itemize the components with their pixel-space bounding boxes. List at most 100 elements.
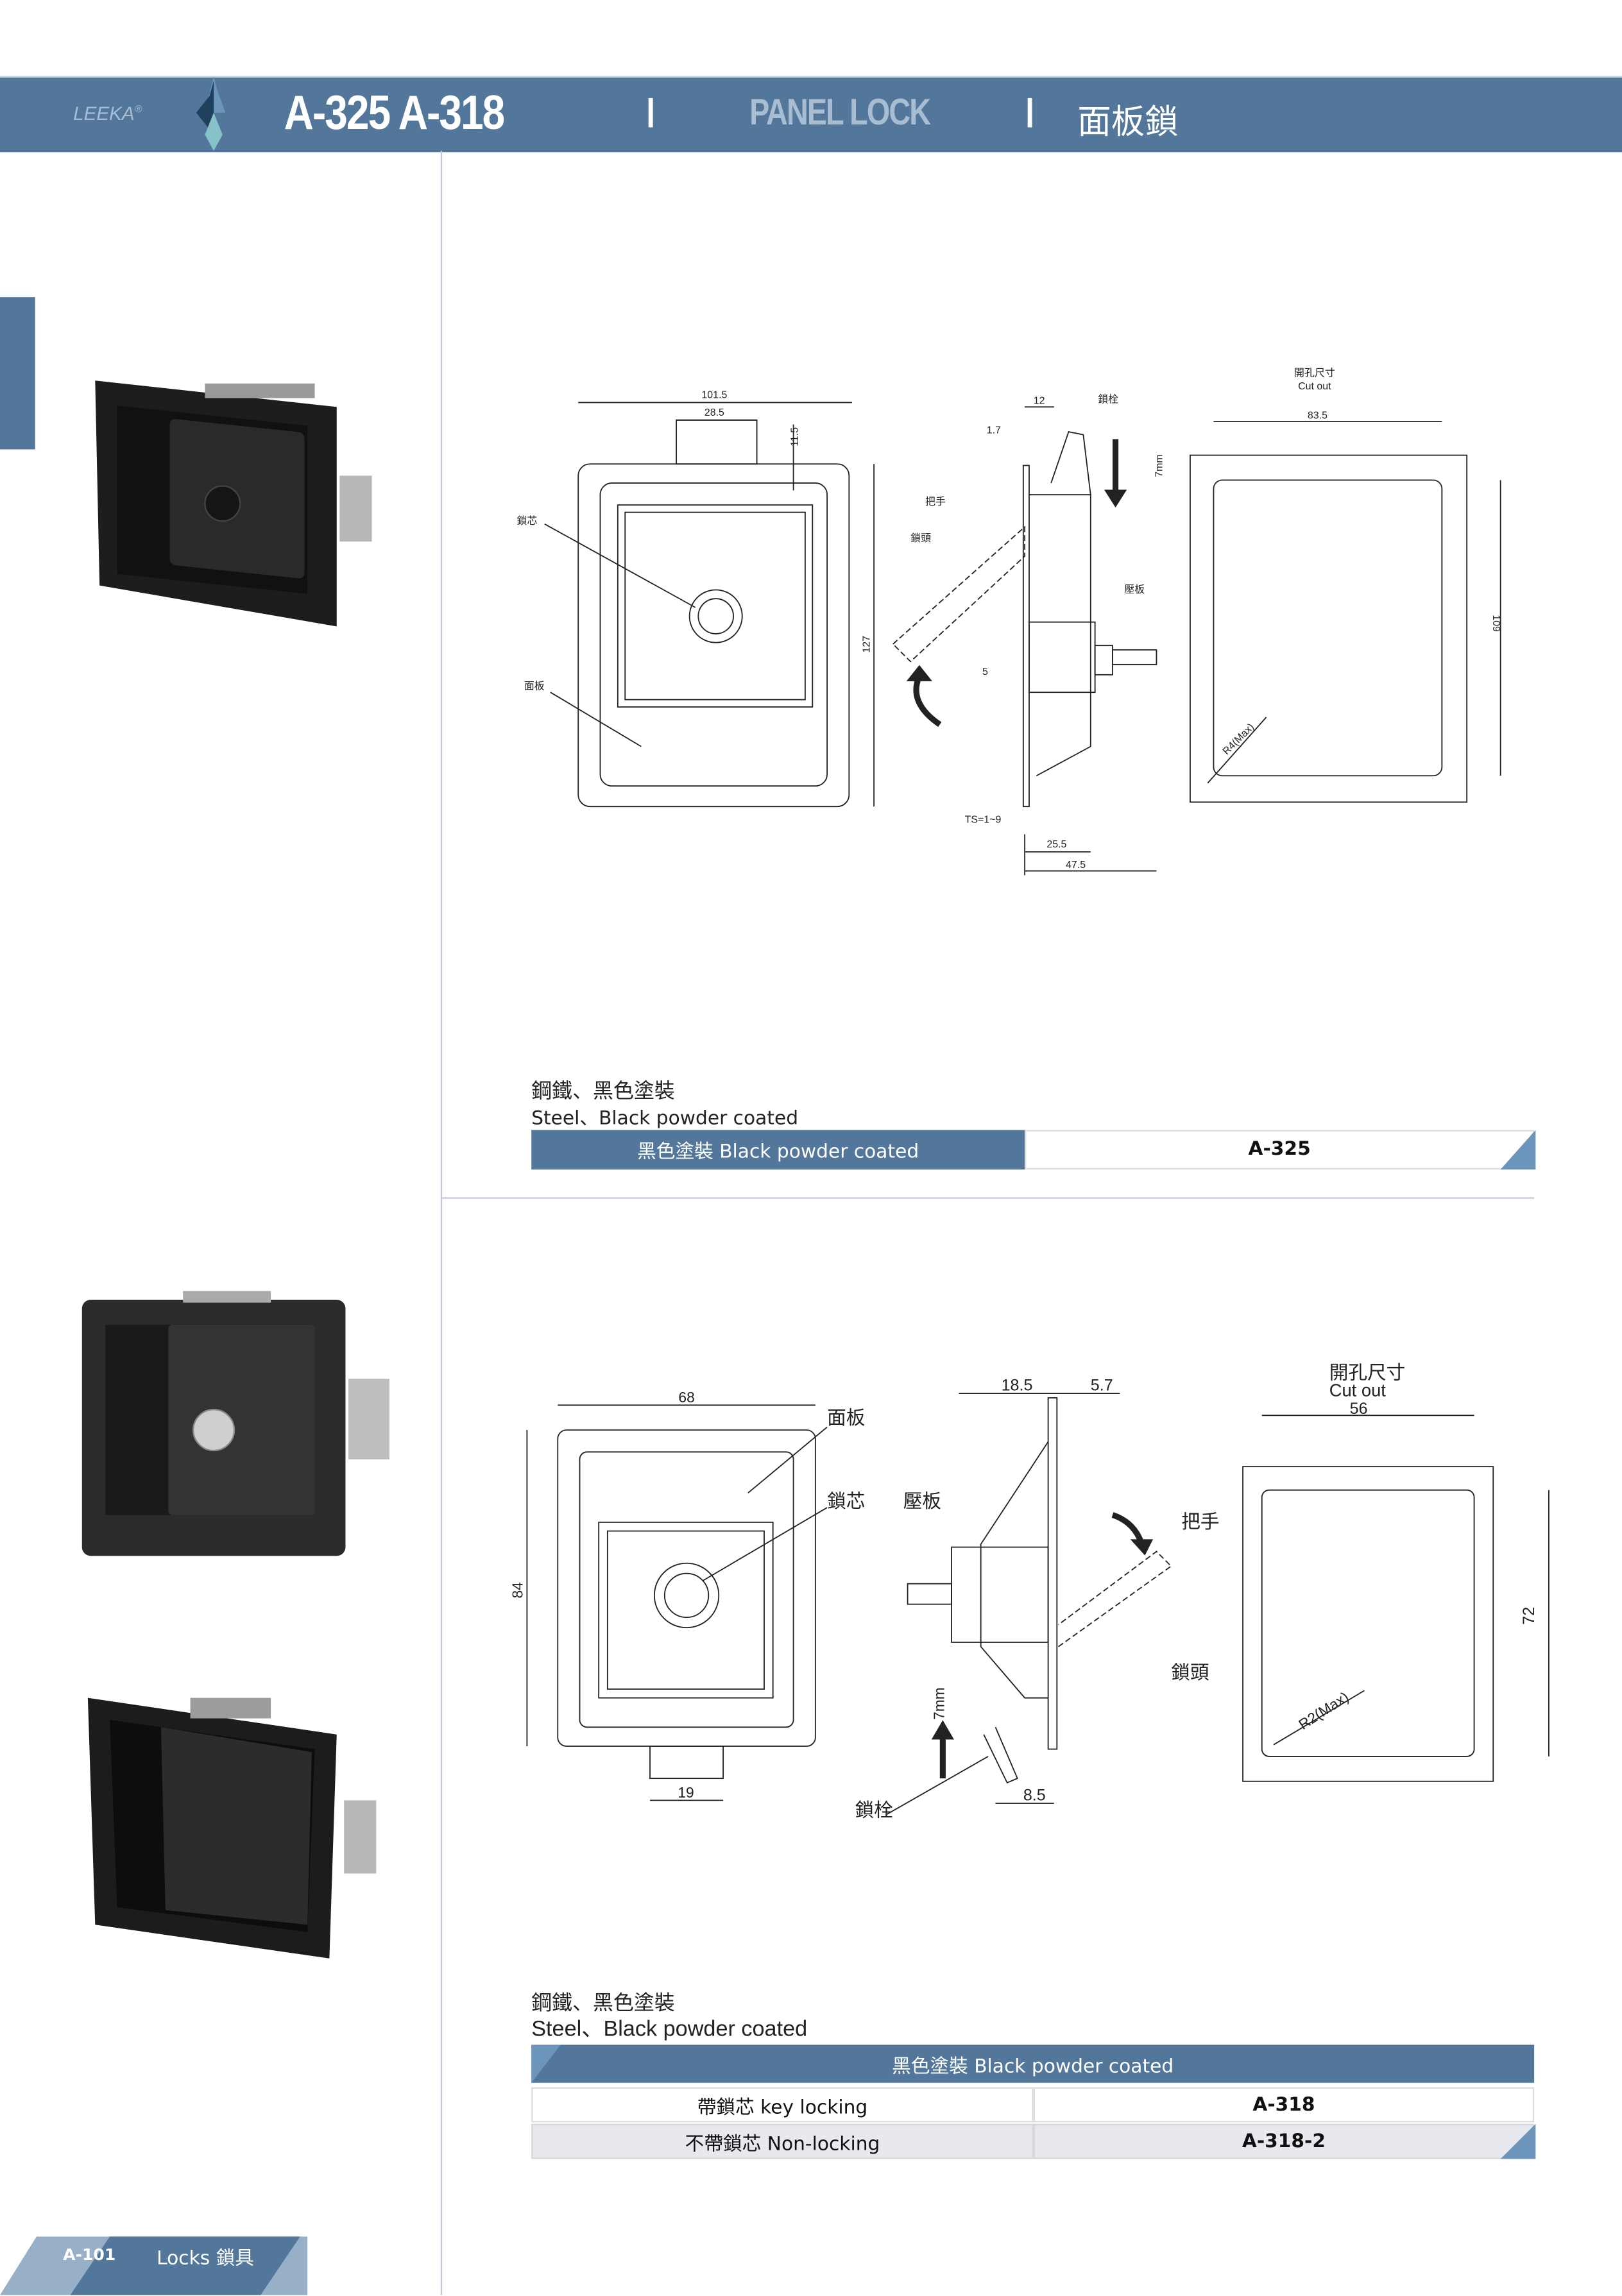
drawing-line <box>196 90 214 135</box>
dim-label: 5 <box>982 667 988 677</box>
page-title: A-325 A-318 <box>284 85 506 139</box>
drawing-line <box>1500 2123 1536 2159</box>
cutout-label: 開孔尺寸 <box>1294 367 1335 378</box>
cutout-label: Cut out <box>1329 1381 1387 1400</box>
dim-label: 56 <box>1350 1400 1368 1418</box>
label-panel: 面板 <box>827 1407 865 1429</box>
side-accent <box>0 297 35 450</box>
drawing-line <box>599 482 828 787</box>
drawing-line <box>653 1562 720 1629</box>
dim-label: 47.5 <box>1066 860 1086 871</box>
cutout-label: 開孔尺寸 <box>1329 1362 1406 1383</box>
divider <box>648 98 653 128</box>
divider <box>1027 98 1032 128</box>
drawing-line <box>531 2045 561 2083</box>
brand-logo: LEEKA® <box>73 102 142 124</box>
label-bolt: 鎖栓 <box>855 1799 892 1821</box>
drawing-line <box>557 1429 816 1747</box>
drawing-line <box>205 383 315 398</box>
header-band <box>0 76 1622 153</box>
drawing-line <box>1094 645 1113 676</box>
page-number: A-101 <box>63 2245 116 2265</box>
drawing-line <box>344 1800 377 1874</box>
material-en: Steel、Black powder coated <box>531 1108 799 1130</box>
drawing-line <box>624 511 806 701</box>
dim-label: 127 <box>861 636 872 653</box>
dim-label: TS=1~9 <box>965 814 1002 825</box>
drawing-line <box>1112 649 1157 665</box>
label-bolt: 鎖栓 <box>1098 393 1118 405</box>
drawing-line <box>980 1441 1049 1699</box>
product-photo-a325 <box>95 380 372 627</box>
dim-label: 12 <box>1034 396 1045 407</box>
footer-category: Locks 鎖具 <box>157 2248 255 2270</box>
drawing-line <box>1050 431 1091 495</box>
drawing-line <box>1261 1489 1475 1757</box>
label-handle: 把手 <box>925 496 946 507</box>
drawing-line <box>663 1572 710 1619</box>
dim-label: 7mm <box>1154 454 1165 477</box>
footer-tab <box>0 2236 308 2295</box>
corner-accent <box>1500 2123 1536 2159</box>
drawing-line <box>697 598 734 634</box>
drawing-line <box>913 675 942 727</box>
drawing-line <box>617 504 814 708</box>
drawing-line <box>747 1426 828 1493</box>
drawing-line <box>1029 621 1096 693</box>
material-zh: 鋼鐵、黑色塗裝 <box>531 1080 675 1104</box>
drawing-line <box>1029 494 1091 777</box>
section-divider <box>442 1197 1535 1199</box>
material-zh: 鋼鐵、黑色塗裝 <box>531 1992 675 2016</box>
drawing-line <box>1058 1551 1172 1647</box>
dim-label: R2(Max) <box>1295 1688 1351 1733</box>
cutout-label: Cut out <box>1298 381 1331 392</box>
finish-header: 黑色塗裝 Black powder coated <box>531 2045 1535 2083</box>
corner-accent <box>1500 1130 1536 1169</box>
drawing-line <box>1213 479 1443 777</box>
drawing-line <box>885 1756 989 1816</box>
drawing-line <box>190 1697 271 1719</box>
diamond-logo-icon <box>196 76 226 151</box>
label-plate: 壓板 <box>903 1491 941 1512</box>
drawing-line <box>1022 464 1030 808</box>
type-cell: 帶鎖芯 key locking <box>531 2087 1034 2123</box>
drawing-line <box>550 692 642 747</box>
technical-drawing-a318: 68 84 19 面板 鎖芯 18.5 5.7 壓板 把手 鎖頭 7mm 8.5… <box>509 1362 1549 1821</box>
dim-label: 19 <box>678 1784 694 1801</box>
drawing-line <box>649 1746 724 1780</box>
drawing-line <box>204 485 241 522</box>
subtitle-zh: 面板鎖 <box>1077 103 1179 142</box>
drawing-line <box>214 80 226 113</box>
dim-label: 25.5 <box>1046 839 1066 850</box>
model-cell: A-325 <box>1025 1130 1535 1169</box>
drawing-line <box>183 1291 271 1303</box>
dim-label: 101.5 <box>701 390 727 401</box>
label-head: 鎖頭 <box>1171 1662 1209 1683</box>
finish-cell: 黑色塗裝 Black powder coated <box>531 1130 1025 1169</box>
drawing-line <box>1500 1130 1536 1169</box>
drawing-line <box>951 1546 1049 1643</box>
dim-label: 28.5 <box>704 407 724 418</box>
drawing-line <box>168 1324 315 1515</box>
drawing-line <box>160 1727 312 1925</box>
dim-label: 8.5 <box>1023 1786 1046 1804</box>
drawing-line <box>1207 717 1267 784</box>
drawing-line <box>1190 454 1468 803</box>
model-cell: A-318 <box>1033 2087 1535 2123</box>
label-handle: 把手 <box>1181 1511 1219 1533</box>
drawing-line <box>1242 1466 1494 1782</box>
product-photo-a318 <box>81 1291 389 1556</box>
type-cell: 不帶鎖芯 Non-locking <box>531 2123 1034 2159</box>
drawing-line <box>1104 489 1127 508</box>
drawing-line <box>892 525 1026 663</box>
technical-drawing-a325: 101.5 28.5 11.5 127 鎖芯 面板 12 鎖栓 1.7 7mm … <box>516 367 1501 876</box>
drawing-line <box>983 1726 1018 1784</box>
drawing-line <box>606 1530 765 1690</box>
drawing-line <box>598 1521 774 1699</box>
drawing-line <box>907 1583 952 1605</box>
drawing-line <box>339 475 372 542</box>
label-plate: 壓板 <box>1124 584 1145 595</box>
dim-label: 11.5 <box>789 427 800 446</box>
dim-label: 83.5 <box>1308 411 1327 421</box>
material-en: Steel、Black powder coated <box>531 2017 808 2042</box>
